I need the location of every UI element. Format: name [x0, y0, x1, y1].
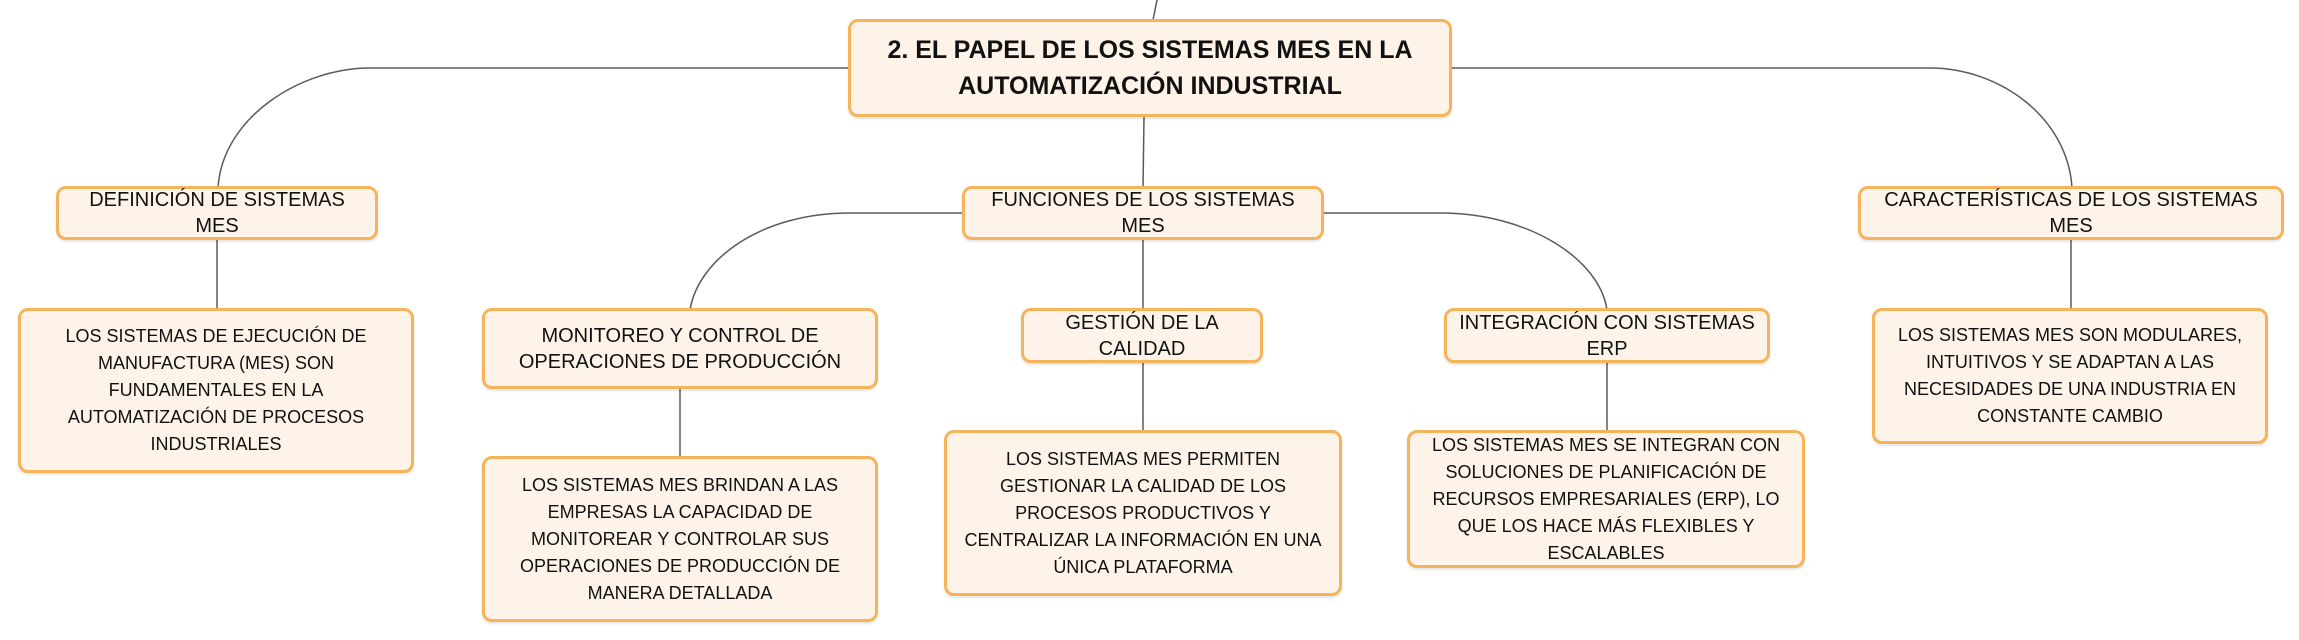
connector-root-definicion — [217, 67, 848, 189]
connector-root-funciones — [1142, 116, 1145, 189]
branch-funciones[interactable]: FUNCIONES DE LOS SISTEMAS MES — [962, 186, 1324, 240]
branch-funciones-label: FUNCIONES DE LOS SISTEMAS MES — [991, 189, 1295, 237]
branch-calidad[interactable]: GESTIÓN DE LA CALIDAD — [1021, 308, 1263, 363]
branch-integracion-label: INTEGRACIÓN CON SISTEMAS ERP — [1459, 311, 1755, 360]
connector-funciones-integracion — [1322, 212, 1608, 311]
integracion-detail-text: LOS SISTEMAS MES SE INTEGRAN CON SOLUCIO… — [1431, 434, 1781, 563]
branch-monitoreo[interactable]: MONITOREO Y CONTROL DE OPERACIONES DE PR… — [482, 308, 878, 389]
caracteristicas-detail-text: LOS SISTEMAS MES SON MODULARES, INTUITIV… — [1897, 325, 2243, 426]
branch-monitoreo-label: MONITOREO Y CONTROL DE OPERACIONES DE PR… — [518, 324, 842, 373]
definicion-detail-text: LOS SISTEMAS DE EJECUCIÓN DE MANUFACTURA… — [65, 326, 367, 454]
branch-caracteristicas-label: CARACTERÍSTICAS DE LOS SISTEMAS MES — [1884, 189, 2258, 237]
branch-caracteristicas[interactable]: CARACTERÍSTICAS DE LOS SISTEMAS MES — [1858, 186, 2284, 240]
monitoreo-detail-text: LOS SISTEMAS MES BRINDAN A LAS EMPRESAS … — [519, 474, 841, 603]
branch-calidad-label: GESTIÓN DE LA CALIDAD — [1065, 311, 1219, 360]
connector-root-caracteristicas — [1450, 67, 2073, 189]
branch-definicion-label: DEFINICIÓN DE SISTEMAS MES — [89, 189, 345, 237]
monitoreo-detail[interactable]: LOS SISTEMAS MES BRINDAN A LAS EMPRESAS … — [482, 456, 878, 622]
root-node[interactable]: 2. EL PAPEL DE LOS SISTEMAS MES EN LA AU… — [848, 19, 1452, 117]
caracteristicas-detail[interactable]: LOS SISTEMAS MES SON MODULARES, INTUITIV… — [1872, 308, 2268, 444]
root-label: 2. EL PAPEL DE LOS SISTEMAS MES EN LA AU… — [887, 36, 1413, 100]
branch-integracion[interactable]: INTEGRACIÓN CON SISTEMAS ERP — [1444, 308, 1770, 363]
connector-funciones-monitoreo — [689, 212, 962, 311]
connector-top-stub — [1152, 0, 1158, 21]
calidad-detail-text: LOS SISTEMAS MES PERMITEN GESTIONAR LA C… — [964, 448, 1322, 577]
calidad-detail[interactable]: LOS SISTEMAS MES PERMITEN GESTIONAR LA C… — [944, 430, 1342, 596]
branch-definicion[interactable]: DEFINICIÓN DE SISTEMAS MES — [56, 186, 378, 240]
integracion-detail[interactable]: LOS SISTEMAS MES SE INTEGRAN CON SOLUCIO… — [1407, 430, 1805, 568]
definicion-detail[interactable]: LOS SISTEMAS DE EJECUCIÓN DE MANUFACTURA… — [18, 308, 414, 473]
